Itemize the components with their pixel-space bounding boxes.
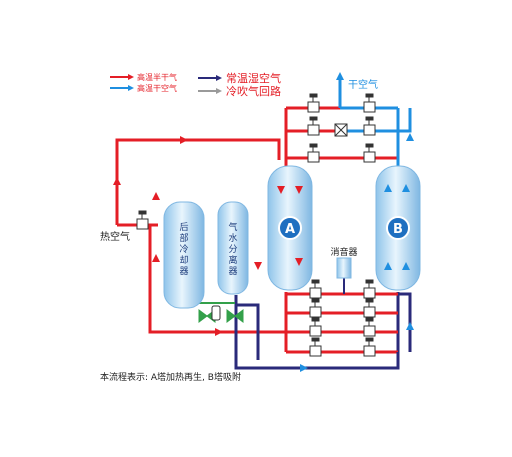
aftercooler-char: 冷 [179,243,188,255]
valve[interactable] [307,116,320,136]
pipe-humid-air-2 [236,303,260,360]
valves [136,93,376,357]
arrow-cooler-up-2 [152,192,160,200]
valve[interactable] [307,143,320,163]
legend-hot-humid: 高温半干气 [110,72,177,82]
valve[interactable] [363,298,376,318]
arrow-hot-air-right [180,136,188,144]
separator: 气 水 分 离 器 [217,201,249,295]
separator-char: 离 [228,254,237,266]
aftercooler-char: 后 [179,222,188,233]
legend: 高温半干气 高温干空气 常温湿空气 冷吹气回路 [110,71,281,98]
legend-hot-dry: 高温干空气 [110,83,177,93]
valve[interactable] [309,298,322,318]
pipe-drain [199,295,235,304]
pipe-humid-air [234,295,400,370]
arrow-dry-air-up [336,72,344,80]
legend-cold-purge: 冷吹气回路 [198,84,281,98]
pipes [115,80,412,370]
arrow-b-up-2 [406,322,414,330]
arrow-cooler-up [152,254,160,262]
valve[interactable] [363,279,376,299]
drain-valve[interactable] [226,309,244,323]
valve-check[interactable] [334,123,348,137]
tower-b: B [375,165,421,291]
separator-char: 水 [228,232,237,244]
valve[interactable] [363,116,376,136]
valve[interactable] [307,93,320,113]
aftercooler-char: 却 [179,255,188,266]
tower-a-label: A [285,222,295,237]
valve-inlet[interactable] [136,210,149,230]
legend-label-cold-purge: 冷吹气回路 [226,84,281,98]
pipe-hot-return [148,225,286,334]
separator-char: 分 [228,244,237,255]
tower-b-label: B [393,222,403,237]
valve[interactable] [363,317,376,337]
hot-air-label: 热空气 [100,230,130,243]
valve[interactable] [309,337,322,357]
valve[interactable] [363,93,376,113]
arrow-sep-down [254,262,262,270]
arrow-return-right [215,328,223,336]
tower-a: A [267,165,313,291]
aftercooler-char: 部 [179,232,188,244]
arrow-b-up [406,133,414,141]
legend-label-hot-humid: 高温半干气 [137,72,177,82]
valve[interactable] [309,279,322,299]
valve[interactable] [363,143,376,163]
separator-char: 器 [228,266,237,277]
caption: 本流程表示: A塔加热再生, B塔吸附 [100,371,241,383]
valve[interactable] [363,337,376,357]
aftercooler: 后 部 冷 却 器 [163,201,205,309]
legend-label-hot-dry: 高温干空气 [137,83,177,93]
drain-trap [211,305,221,321]
dry-air-label: 干空气 [348,78,378,91]
pipe-bot-b-right [398,292,412,352]
aftercooler-char: 器 [179,266,188,277]
separator-char: 气 [228,221,237,233]
arrow-humid-right [300,364,308,372]
pipe-dry-out-2 [398,108,412,133]
arrow-hot-air-up [113,177,121,185]
silencer-label: 消音器 [330,246,357,258]
legend-label-normal-humid: 常温湿空气 [226,71,281,85]
flow-arrows [113,72,414,372]
silencer [336,257,352,279]
valve[interactable] [309,317,322,337]
legend-normal-humid: 常温湿空气 [198,71,281,85]
